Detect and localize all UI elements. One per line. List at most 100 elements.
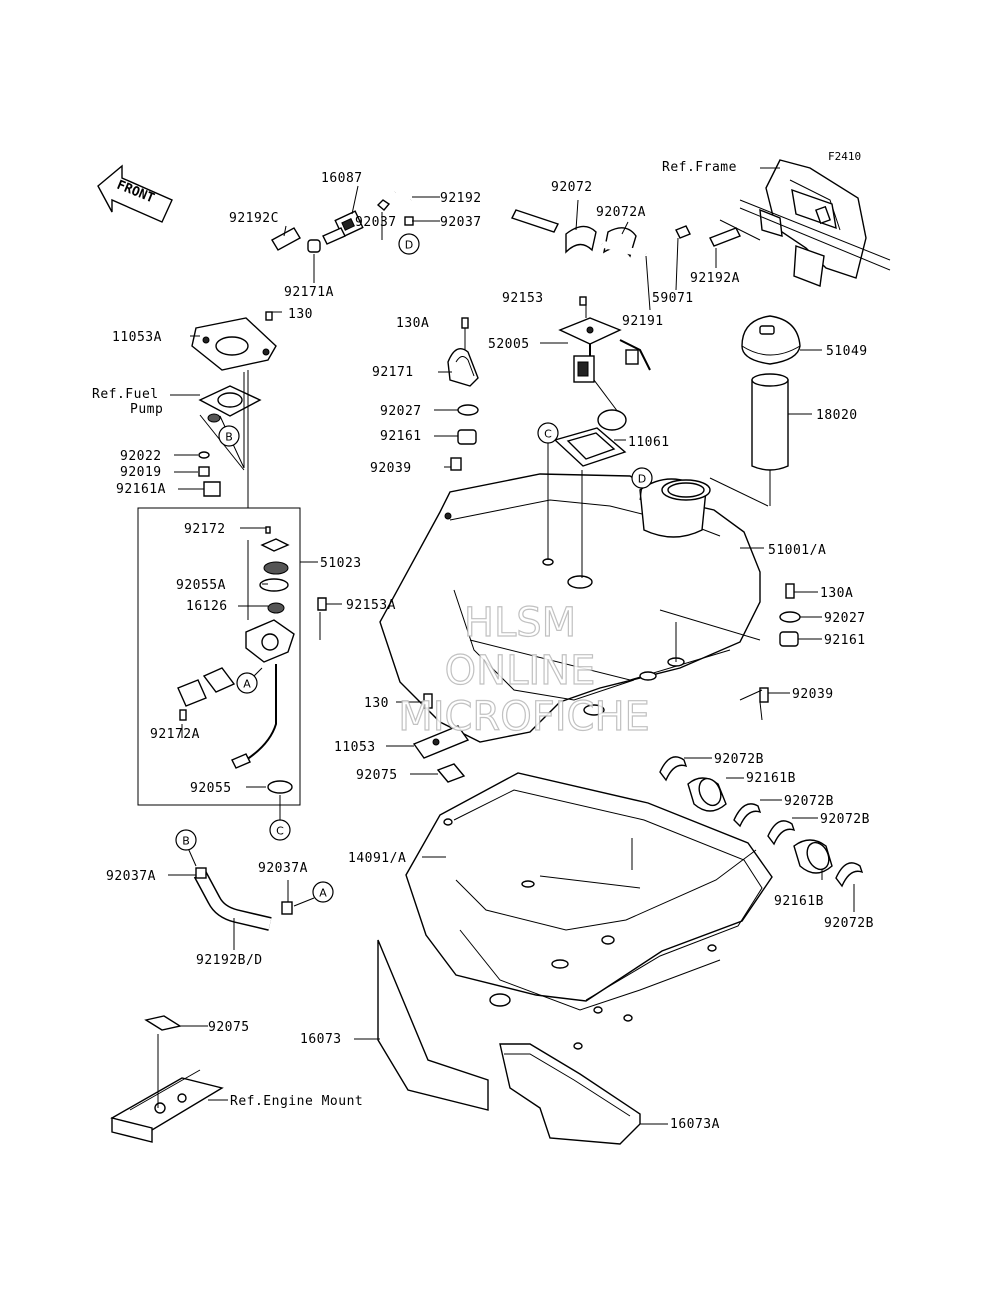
svg-text:C: C — [544, 428, 552, 441]
label-92072B-4: 92072B — [824, 916, 874, 931]
label-92027-right: 92027 — [824, 611, 866, 626]
heat-shield-16073A — [499, 1043, 641, 1145]
label-52005: 52005 — [488, 337, 530, 352]
label-ref-frame: Ref.Frame — [662, 160, 737, 175]
fuel-cock-51023 — [177, 526, 295, 794]
label-92072B-3: 92072B — [820, 812, 870, 827]
engine-mount-ref — [110, 1015, 224, 1143]
label-92072B-1: 92072B — [714, 752, 764, 767]
gasket-11061 — [553, 427, 627, 467]
label-51023: 51023 — [320, 556, 362, 571]
callout-A-bottom: A — [312, 881, 334, 903]
label-92055A: 92055A — [176, 578, 226, 593]
label-59071: 59071 — [652, 291, 694, 306]
fuel-tank-51001A — [379, 473, 761, 743]
label-92153-top: 92153 — [502, 291, 544, 306]
fuel-gauge-sender — [558, 296, 651, 431]
label-92161-right: 92161 — [824, 633, 866, 648]
callout-B-bottom: B — [175, 829, 197, 851]
label-92037-left: 92037 — [355, 215, 397, 230]
fuel-pump-bracket-11053A — [191, 311, 277, 371]
svg-text:C: C — [276, 825, 284, 838]
label-92161-left: 92161 — [380, 429, 422, 444]
hose-clamps-group — [659, 756, 864, 888]
svg-text:A: A — [243, 678, 251, 691]
hose-92192BD — [193, 867, 293, 931]
callout-A-left: A — [236, 672, 258, 694]
label-130-top: 130 — [288, 307, 313, 322]
svg-text:D: D — [405, 239, 413, 252]
label-92037A-right: 92037A — [258, 861, 308, 876]
svg-text:B: B — [182, 835, 190, 848]
label-92153A: 92153A — [346, 598, 396, 613]
label-130A-left: 130A — [396, 316, 429, 331]
label-92192BD: 92192B/D — [196, 953, 263, 968]
front-arrow-icon: FRONT — [97, 164, 173, 223]
label-92172A: 92172A — [150, 727, 200, 742]
svg-text:D: D — [638, 473, 646, 486]
frame-bracket — [719, 159, 891, 287]
label-92075-mid: 92075 — [356, 768, 398, 783]
label-92037A-left: 92037A — [106, 869, 156, 884]
figure-code: F2410 — [828, 150, 861, 163]
label-16073A: 16073A — [670, 1117, 720, 1132]
label-11053: 11053 — [334, 740, 376, 755]
label-92022: 92022 — [120, 449, 162, 464]
label-51001A: 51001/A — [768, 543, 826, 558]
top-tubes-group — [511, 209, 741, 258]
label-92192C: 92192C — [229, 211, 279, 226]
part-labels: 16087 92192 92192C 92037 92037 92171A 92… — [92, 160, 874, 1132]
svg-text:A: A — [319, 887, 327, 900]
label-92171A: 92171A — [284, 285, 334, 300]
watermark: HLSM ONLINE MICROFICHE — [398, 599, 651, 740]
label-92072A: 92072A — [596, 205, 646, 220]
label-92075-bottom: 92075 — [208, 1020, 250, 1035]
label-92039-left: 92039 — [370, 461, 412, 476]
label-92055: 92055 — [190, 781, 232, 796]
label-ref-engine-mount: Ref.Engine Mount — [230, 1094, 363, 1109]
callout-C-left: C — [269, 819, 291, 841]
label-92161B-2: 92161B — [774, 894, 824, 909]
label-92161B-1: 92161B — [746, 771, 796, 786]
label-92171: 92171 — [372, 365, 414, 380]
label-92019: 92019 — [120, 465, 162, 480]
label-130-mid: 130 — [364, 696, 389, 711]
heat-shield-16073 — [377, 939, 489, 1111]
label-92039-right: 92039 — [792, 687, 834, 702]
label-92037-right: 92037 — [440, 215, 482, 230]
fuel-cock-box — [137, 507, 318, 806]
svg-text:MICROFICHE: MICROFICHE — [398, 694, 650, 740]
filler-neck-18020 — [751, 373, 789, 471]
label-130A-right: 130A — [820, 586, 853, 601]
label-11061: 11061 — [628, 435, 670, 450]
fuel-pump-ref — [198, 385, 262, 423]
label-92172: 92172 — [184, 522, 226, 537]
callout-C-tank: C — [537, 422, 559, 444]
label-92072: 92072 — [551, 180, 593, 195]
skid-plate-14091A — [405, 772, 773, 1050]
label-ref-fuel: Ref.Fuel — [92, 387, 159, 402]
svg-text:HLSM: HLSM — [464, 600, 576, 646]
bracket-92171 — [447, 317, 479, 471]
label-18020: 18020 — [816, 408, 858, 423]
label-92072B-2: 92072B — [784, 794, 834, 809]
label-14091A: 14091/A — [348, 851, 406, 866]
label-ref-pump: Pump — [130, 402, 163, 417]
label-16087: 16087 — [321, 171, 363, 186]
label-92192: 92192 — [440, 191, 482, 206]
label-92191: 92191 — [622, 314, 664, 329]
callout-D-tank: D — [631, 467, 653, 489]
label-92027-left: 92027 — [380, 404, 422, 419]
svg-text:B: B — [225, 431, 233, 444]
callout-D-top: D — [398, 233, 420, 255]
label-11053A: 11053A — [112, 330, 162, 345]
label-16126: 16126 — [186, 599, 228, 614]
fuel-cap — [741, 315, 801, 365]
label-92161A: 92161A — [116, 482, 166, 497]
label-16073: 16073 — [300, 1032, 342, 1047]
label-92192A: 92192A — [690, 271, 740, 286]
callout-B-left: B — [218, 425, 240, 447]
label-51049: 51049 — [826, 344, 868, 359]
